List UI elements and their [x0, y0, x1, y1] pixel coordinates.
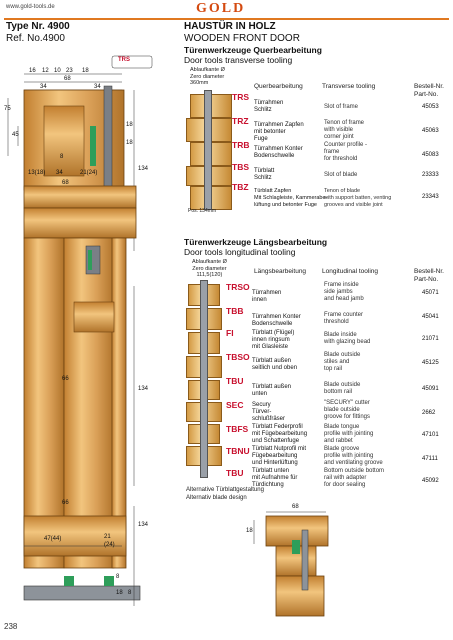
transverse-col-nr: Bestell-Nr. Part-No. [414, 83, 444, 98]
dim-75: 75 [4, 106, 11, 112]
alternative-blade-drawing: 68 18 [246, 500, 356, 620]
dim-13-18: 13(18) [28, 170, 46, 176]
dim-10: 10 [54, 68, 61, 74]
page-number: 238 [4, 622, 18, 631]
alt-dim-68: 68 [292, 504, 299, 510]
product-title: HAUSTÜR IN HOLZ WOODEN FRONT DOOR [184, 21, 300, 45]
threshold [23, 585, 141, 601]
dim-34c: 34 [56, 170, 63, 176]
dim-12: 12 [42, 68, 49, 74]
ref-line: Ref. No.4900 [6, 33, 65, 44]
longitudinal-section-title: Türenwerkzeuge Längsbearbeitung Door too… [184, 237, 327, 257]
longitudinal-col-de: Längsbearbeitung [254, 268, 307, 275]
gold-logo: GOLD [196, 1, 246, 16]
dim-134a: 134 [138, 166, 149, 172]
trs-badge: TRS [118, 57, 130, 63]
transverse-ablauf: Ablaufkante Ø Zero diameter 360mm [190, 67, 225, 86]
door-cross-section-drawing: 16 12 10 23 18 68 34 34 75 45 18 18 8 13… [4, 46, 176, 620]
longitudinal-title-de: Türenwerkzeuge Längsbearbeitung [184, 237, 328, 247]
blade-stile [23, 237, 65, 569]
dim-68-top: 68 [64, 76, 71, 82]
dim-34b: 34 [94, 84, 101, 90]
title-de: HAUSTÜR IN HOLZ [184, 21, 276, 32]
dim-23: 23 [66, 68, 73, 74]
dim-8b: 8 [116, 574, 120, 580]
longitudinal-title-en: Door tools longitudinal tooling [184, 247, 296, 257]
dim-18c: 18 [116, 590, 123, 596]
dim-47-44: 47(44) [44, 536, 62, 542]
type-number: Type Nr. 4900 Ref. No.4900 [6, 21, 70, 45]
dim-8: 8 [60, 154, 64, 160]
dim-16: 16 [29, 68, 36, 74]
dim-68-mid: 68 [62, 180, 69, 186]
header-rule [4, 18, 449, 20]
longitudinal-ablauf: Ablaufkante Ø Zero diameter 111,5(120) [192, 259, 227, 278]
dim-24: (24) [104, 542, 115, 548]
longitudinal-tool-stack [184, 280, 224, 480]
dim-18b: 18 [126, 140, 133, 146]
dim-34a: 34 [40, 84, 47, 90]
dim-21: 21 [104, 534, 111, 540]
longitudinal-col-nr: Bestell-Nr. Part-No. [414, 268, 444, 283]
transverse-title-en: Door tools transverse tooling [184, 55, 293, 65]
drawing-svg [7, 55, 153, 606]
type-line: Type Nr. 4900 [6, 21, 70, 32]
title-en: WOODEN FRONT DOOR [184, 33, 300, 44]
alternative-blade-caption: Alternative Türblattgestaltung Alternati… [186, 487, 264, 501]
transverse-col-en: Transverse tooling [322, 83, 376, 90]
dim-8c: 8 [128, 590, 132, 596]
alt-dim-18: 18 [246, 528, 253, 534]
dim-45: 45 [12, 132, 19, 138]
dim-21-24: 21(24) [80, 170, 98, 176]
dim-18: 18 [82, 68, 89, 74]
dim-134c: 134 [138, 522, 149, 528]
transverse-tool-stack [184, 90, 234, 210]
alternative-blade-svg [253, 511, 329, 617]
transverse-col-de: Querbearbeitung [254, 83, 303, 90]
dim-66a: 66 [62, 376, 69, 382]
dim-134b: 134 [138, 386, 149, 392]
dim-66b: 66 [62, 500, 69, 506]
longitudinal-col-en: Longitudinal tooling [322, 268, 379, 275]
pos-label: Pos. 134mm [188, 208, 217, 214]
website-url[interactable]: www.gold-tools.de [6, 4, 55, 10]
transverse-section-title: Türenwerkzeuge Querbearbeitung Door tool… [184, 45, 322, 65]
transverse-title-de: Türenwerkzeuge Querbearbeitung [184, 45, 322, 55]
dim-18a: 18 [126, 122, 133, 128]
